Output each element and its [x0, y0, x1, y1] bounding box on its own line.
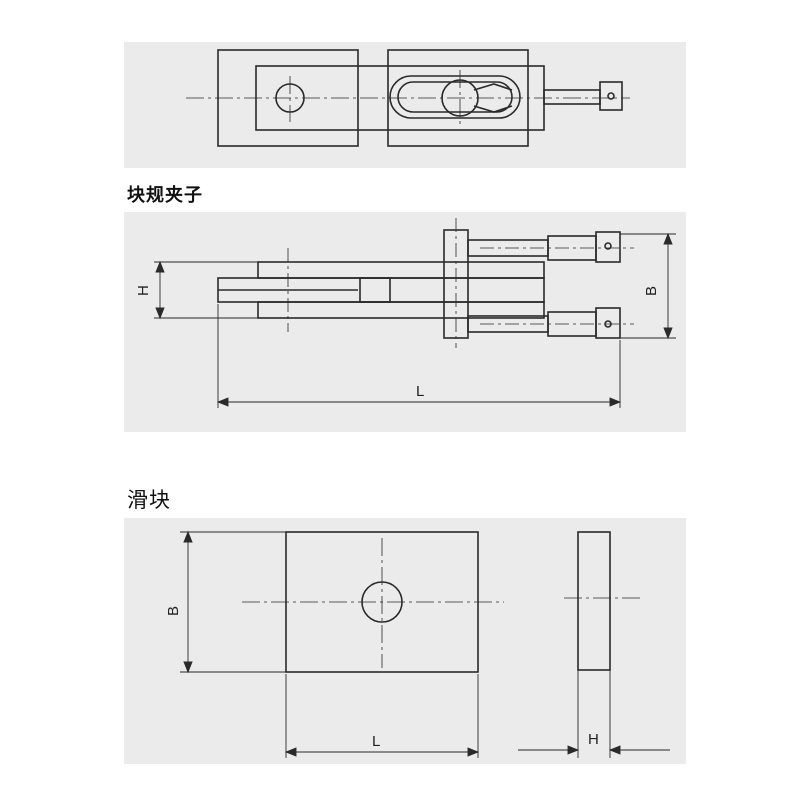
lower-bar — [257, 301, 545, 319]
slot-inner — [397, 81, 513, 113]
screw-shaft — [543, 89, 601, 105]
slider-title: 滑块 — [127, 489, 171, 512]
clamp-side-view-panel: H B L — [124, 212, 686, 432]
slider-drawing: B L H — [165, 530, 670, 758]
upper-screw-hole — [604, 242, 612, 250]
side-centerlines — [287, 218, 634, 348]
clamp-side-view-drawing: H B L — [135, 218, 676, 408]
slider-dim-b-label: B — [165, 606, 182, 616]
lower-screw-head — [595, 307, 621, 339]
slider-dim-l — [284, 674, 480, 758]
screw-hole — [607, 92, 615, 100]
slot-jaw — [473, 83, 513, 113]
clamp-top-view-drawing — [186, 49, 630, 147]
slider-dim-l-label: L — [372, 733, 380, 750]
center-block — [359, 277, 391, 303]
dim-b — [620, 232, 676, 340]
centerlines — [186, 70, 630, 126]
slider-side-body — [577, 531, 611, 671]
clamp-title: 块规夹子 — [127, 185, 203, 205]
slider-dim-h — [518, 670, 670, 758]
screw-head — [599, 81, 623, 111]
slider-panel: B L H — [124, 518, 686, 764]
upper-bar — [257, 261, 545, 279]
clamp-top-view-panel — [124, 42, 686, 168]
slot — [389, 75, 521, 119]
dim-l — [216, 304, 622, 408]
dim-b-label: B — [643, 286, 660, 296]
slider-centerlines — [242, 538, 642, 668]
upper-screw-head — [595, 231, 621, 263]
slider-dim-b — [180, 530, 286, 674]
slider-dim-h-label: H — [588, 731, 599, 748]
dim-l-label: L — [416, 383, 424, 400]
dim-h-label: H — [135, 285, 152, 296]
dim-h — [154, 260, 258, 320]
